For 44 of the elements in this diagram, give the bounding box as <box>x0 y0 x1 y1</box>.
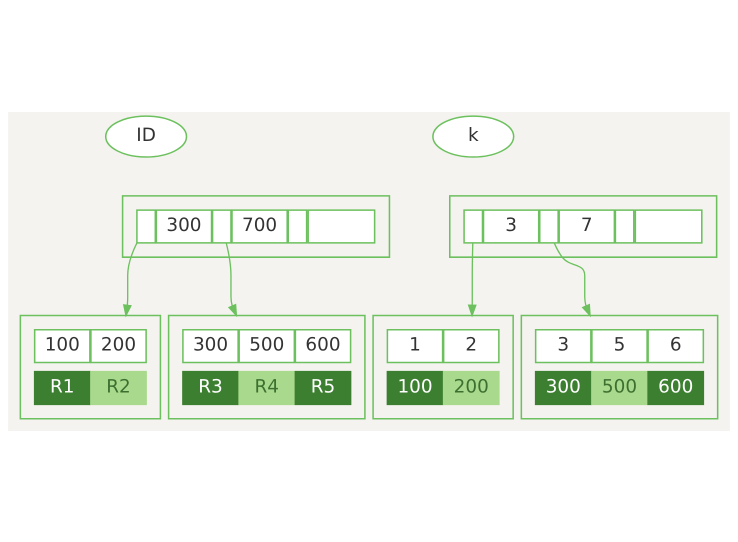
node-box <box>463 208 484 244</box>
node-box <box>634 208 703 244</box>
node-box: R5 <box>294 370 352 405</box>
node-box: 700 <box>231 208 288 244</box>
node-box <box>614 208 635 244</box>
cluster <box>449 194 718 258</box>
arrow <box>122 242 138 317</box>
node-box: 1 <box>386 328 444 363</box>
node-box: 200 <box>90 328 147 363</box>
node-box: 6 <box>647 328 704 363</box>
node-box: 7 <box>558 208 616 244</box>
arrow <box>226 242 238 317</box>
node-box: 100 <box>34 328 91 363</box>
node-box: R3 <box>182 370 239 405</box>
node-box: 500 <box>238 328 296 363</box>
cluster <box>520 314 718 419</box>
node-box: 300 <box>156 208 212 244</box>
node-box: 300 <box>534 370 592 405</box>
node-box <box>538 208 559 244</box>
node-box: R4 <box>238 370 296 405</box>
node-box <box>136 208 156 244</box>
node-box <box>307 208 376 244</box>
cluster <box>372 314 514 419</box>
node-box: 300 <box>182 328 239 363</box>
node-box: R2 <box>90 370 147 405</box>
node-box: 100 <box>386 370 444 405</box>
cluster <box>20 314 162 419</box>
node-box: 600 <box>647 370 704 405</box>
node-box: 5 <box>591 328 648 363</box>
node-ellipse: k <box>432 114 514 158</box>
node-box: R1 <box>34 370 91 405</box>
node-box: 3 <box>482 208 540 244</box>
node-ellipse: ID <box>104 114 188 158</box>
arrow <box>468 242 477 317</box>
arrow <box>554 242 591 317</box>
node-box: 2 <box>442 328 500 363</box>
node-box <box>287 208 308 244</box>
node-box <box>212 208 232 244</box>
node-box: 3 <box>534 328 592 363</box>
node-box: 200 <box>442 370 500 405</box>
node-box: 500 <box>591 370 648 405</box>
cluster <box>122 194 390 258</box>
node-box: 600 <box>294 328 352 363</box>
cluster <box>168 314 366 419</box>
